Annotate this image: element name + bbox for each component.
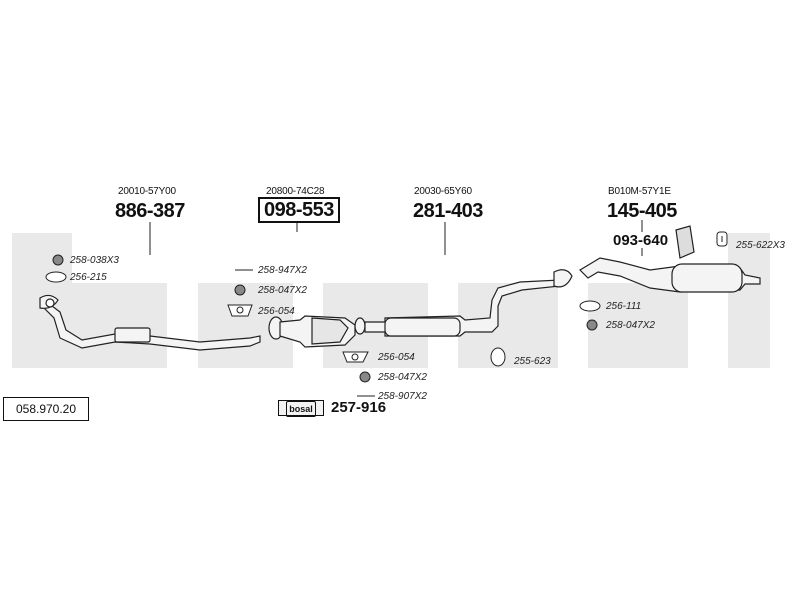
oem-middle-silencer: 20030-65Y60	[414, 186, 472, 197]
label-nut-3: 258-047X2	[606, 320, 655, 331]
accessory-icons	[45, 231, 728, 397]
front-pipe-drawing	[39, 294, 261, 351]
middle-silencer-drawing	[354, 269, 573, 337]
part-number-heat-shield[interactable]: 093-640	[613, 232, 669, 249]
oem-rear-silencer: B010M-57Y1E	[608, 186, 671, 197]
brand-watermark	[12, 233, 770, 368]
leader-lines	[149, 220, 643, 256]
oem-catalyst: 20800-74C28	[266, 186, 325, 197]
label-ring-1: 256-215	[70, 272, 107, 283]
label-hanger: 255-622X3	[736, 240, 785, 251]
label-ring-2: 256-111	[606, 301, 642, 312]
catalyst-drawing	[268, 315, 356, 348]
brand-tag: bosal	[278, 400, 324, 417]
label-nut-2: 258-047X2	[378, 372, 427, 383]
label-gasket-clamp-1: 258-038X3	[70, 255, 119, 266]
part-number-rear-silencer[interactable]: 145-405	[607, 200, 677, 222]
part-number-catalyst[interactable]: 098-553	[258, 197, 340, 223]
label-gasket-1: 256-054	[258, 306, 295, 317]
part-number-middle-silencer[interactable]: 281-403	[413, 200, 483, 222]
label-nut-1: 258-047X2	[258, 285, 307, 296]
catalog-number: 058.970.20	[3, 397, 89, 421]
label-gasket-2: 256-054	[378, 352, 415, 363]
label-bolt-2: 258-907X2	[378, 391, 427, 402]
brand-tag-label: bosal	[286, 401, 316, 417]
part-number-front-pipe[interactable]: 886-387	[115, 200, 185, 222]
label-bolt-1: 258-947X2	[258, 265, 307, 276]
oem-front-pipe: 20010-57Y00	[118, 186, 176, 197]
part-number-mount-kit[interactable]: 257-916	[331, 399, 387, 416]
part-number-catalyst-label: 098-553	[258, 197, 340, 223]
rear-silencer-drawing	[579, 225, 761, 293]
label-rubber-mount: 255-623	[514, 356, 551, 367]
